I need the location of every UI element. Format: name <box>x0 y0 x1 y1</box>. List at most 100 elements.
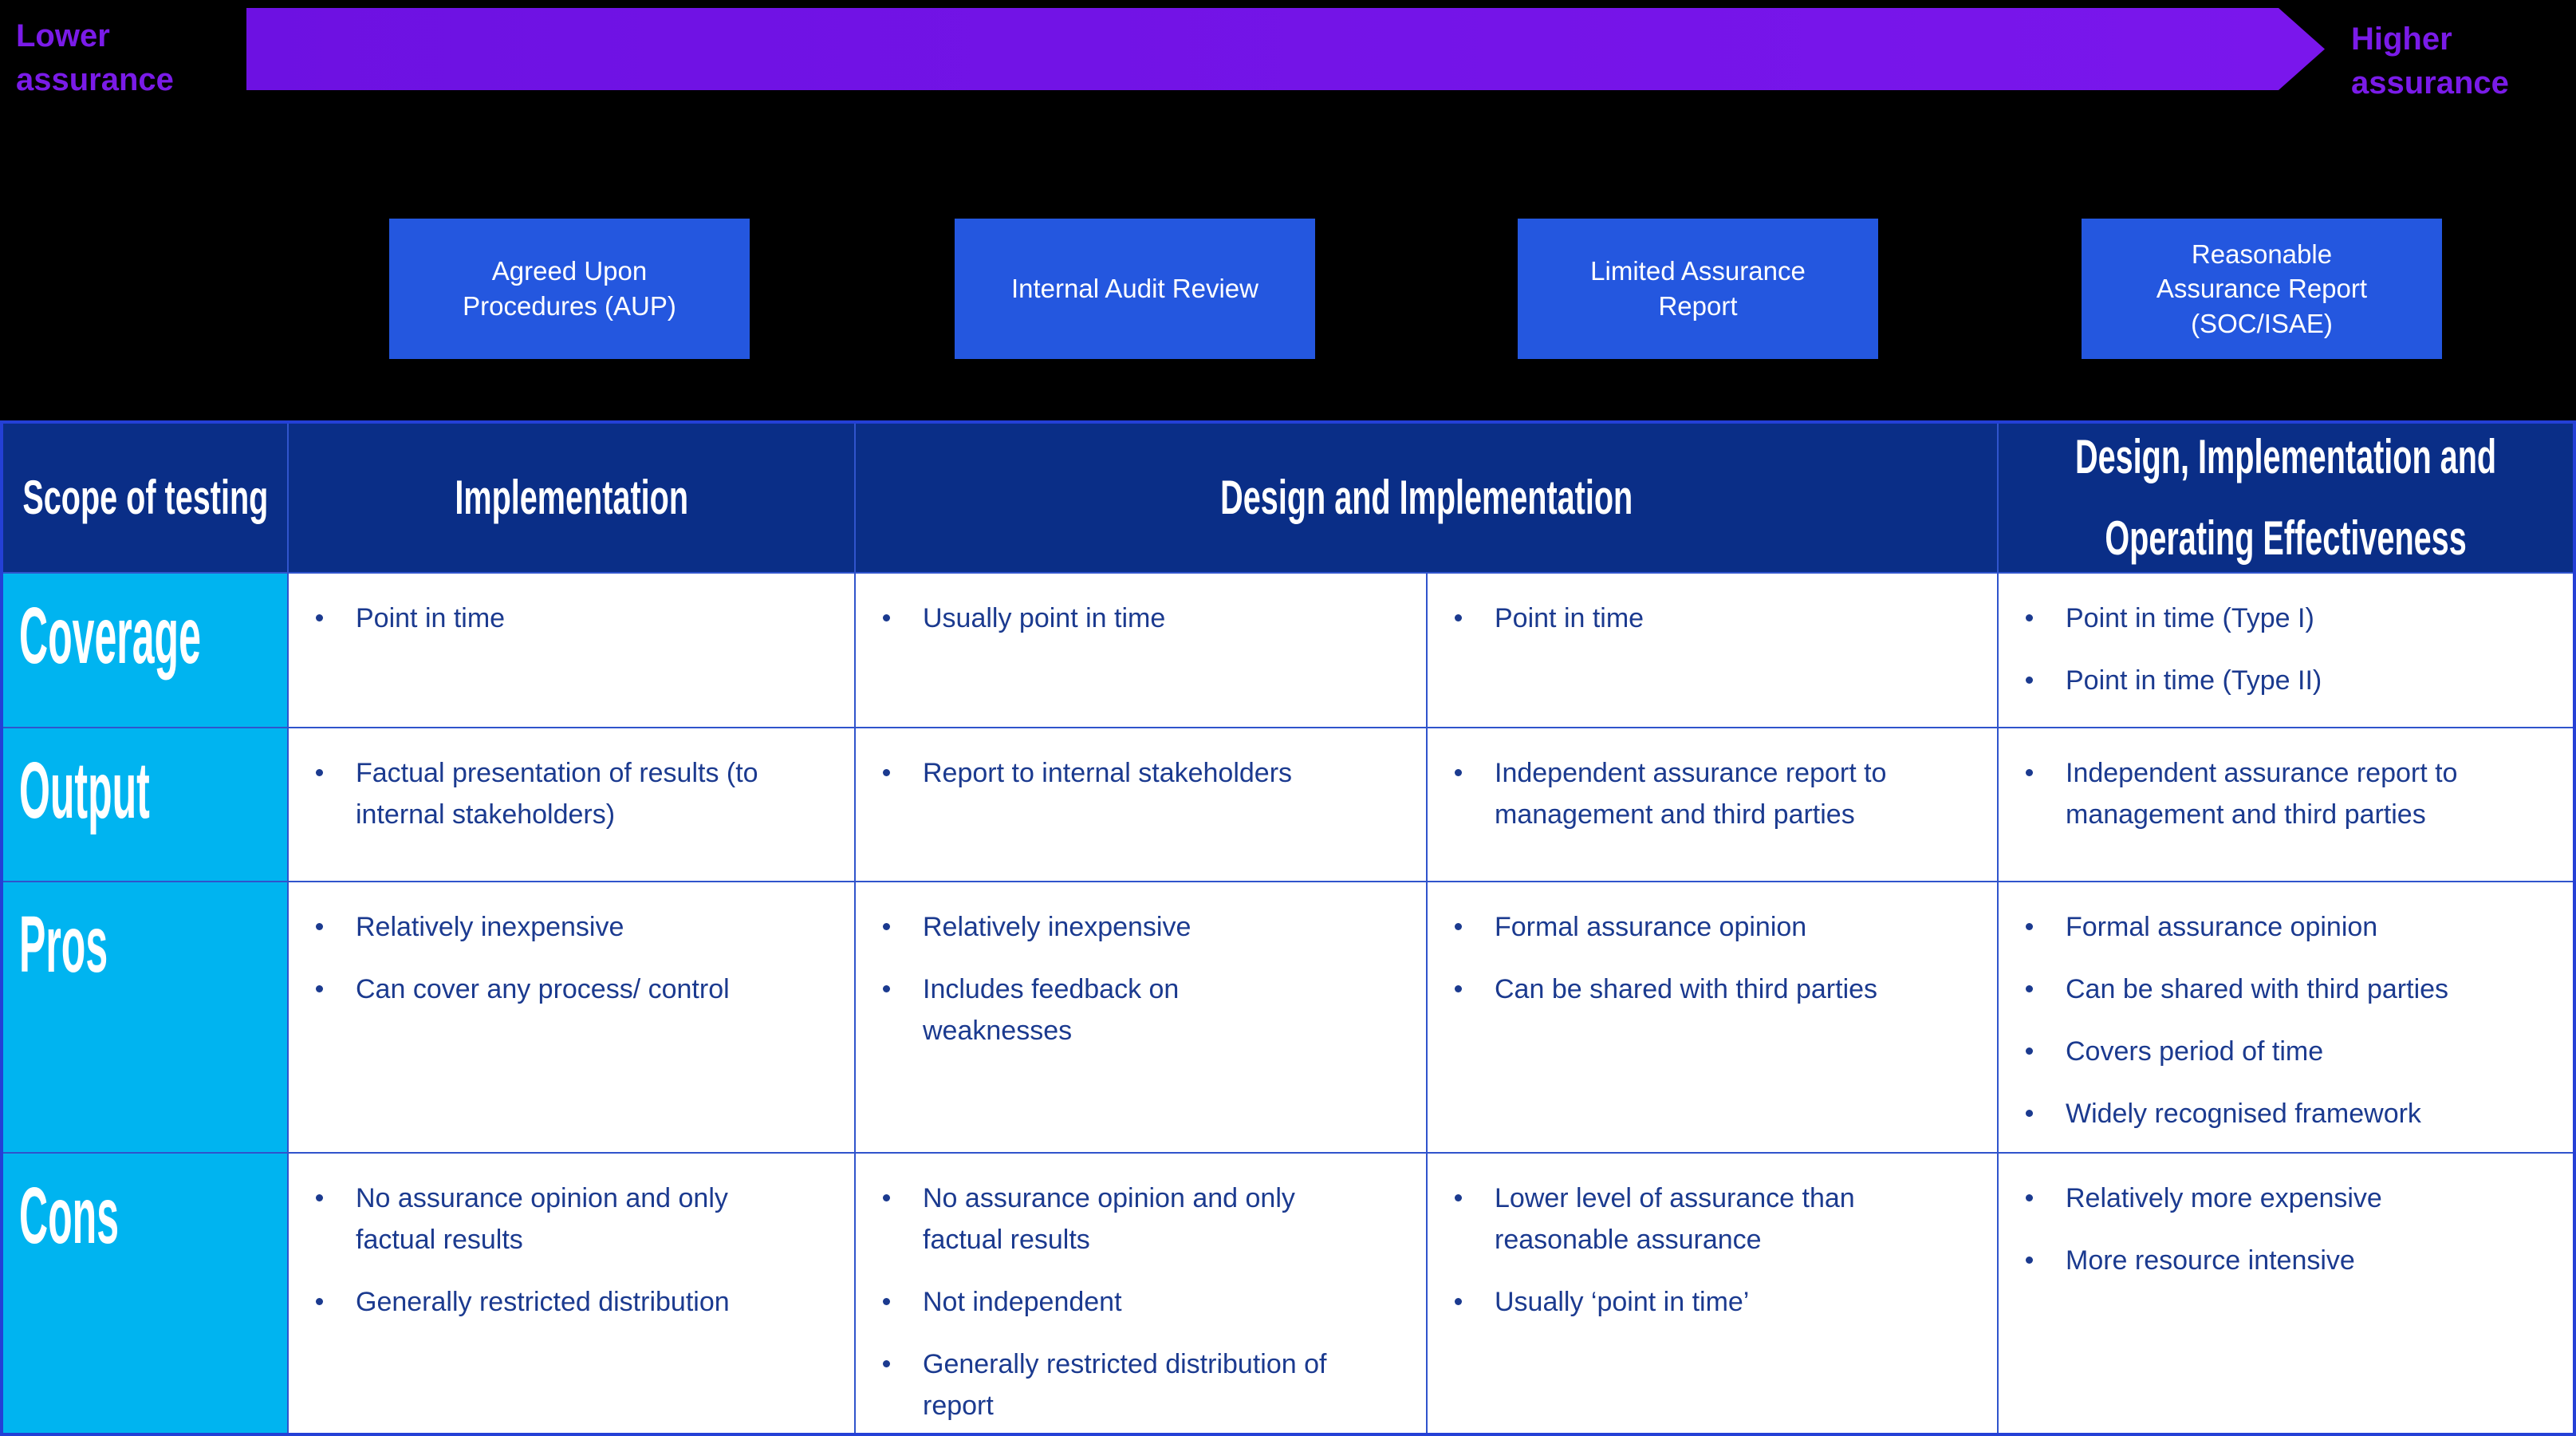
bullet-dot <box>883 923 890 930</box>
bullet-item: Report to internal stakeholders <box>878 752 1415 794</box>
bullet-text: Independent assurance report to manageme… <box>2066 758 2458 830</box>
th-scope-of-testing: Scope of testing <box>3 424 289 574</box>
bullet-text: Covers period of time <box>2066 1036 2324 1067</box>
report-type-box-internal-audit: Internal Audit Review <box>955 219 1315 359</box>
cell-output-reasonable-assurance: Independent assurance report to manageme… <box>1999 728 2573 882</box>
bullet-text: Point in time (Type I) <box>2066 603 2314 633</box>
assurance-arrow <box>246 8 2325 90</box>
bullet-dot <box>316 1194 323 1201</box>
bullet-dot <box>2026 614 2033 621</box>
row-label-cons: Cons <box>3 1154 289 1433</box>
higher-assurance-label: Higher assurance <box>2351 22 2509 101</box>
bullet-item: Generally restricted distribution <box>311 1281 843 1323</box>
bullet-item: Widely recognised framework <box>2021 1093 2562 1134</box>
bullet-text: Point in time <box>356 603 506 633</box>
bullet-item: Factual presentation of results (to inte… <box>311 752 843 835</box>
report-type-label: Reasonable Assurance Report (SOC/ISAE) <box>2156 239 2368 338</box>
bullet-text: Point in time <box>1495 603 1644 633</box>
bullet-item: Includes feedback on weaknesses <box>878 969 1415 1051</box>
row-label-text: Coverage <box>19 591 201 681</box>
bullet-dot <box>883 985 890 992</box>
bullet-text: Generally restricted distribution <box>356 1287 730 1317</box>
bullet-item: Independent assurance report to manageme… <box>2021 752 2562 835</box>
cell-cons-aup: No assurance opinion and only factual re… <box>289 1154 856 1433</box>
bullet-item: Usually ‘point in time’ <box>1450 1281 1986 1323</box>
bullet-dot <box>2026 1194 2033 1201</box>
report-type-label: Internal Audit Review <box>1010 274 1258 304</box>
bullet-dot <box>883 1194 890 1201</box>
th-design-and-implementation: Design and Implementation <box>856 424 1999 574</box>
cell-coverage-internal-audit: Usually point in time <box>856 574 1428 728</box>
bullet-item: Formal assurance opinion <box>2021 906 2562 948</box>
bullet-text: Can cover any process/ control <box>356 974 730 1004</box>
bullet-dot <box>316 985 323 992</box>
bullet-text: Includes feedback on weaknesses <box>923 974 1180 1046</box>
bullet-dot <box>883 1298 890 1305</box>
bullet-text: Can be shared with third parties <box>2066 974 2449 1004</box>
bullet-item: No assurance opinion and only factual re… <box>311 1178 843 1260</box>
report-type-box-reasonable-assurance: Reasonable Assurance Report (SOC/ISAE) <box>2082 219 2442 359</box>
report-type-label: Agreed Upon Procedures (AUP) <box>463 256 676 321</box>
bullet-item: Not independent <box>878 1281 1415 1323</box>
bullet-item: Point in time (Type II) <box>2021 660 2562 701</box>
bullet-item: Generally restricted distribution of rep… <box>878 1343 1415 1426</box>
bullet-item: Point in time (Type I) <box>2021 598 2562 639</box>
bullet-text: Usually point in time <box>923 603 1166 633</box>
bullet-text: Relatively inexpensive <box>923 912 1191 942</box>
cell-cons-internal-audit: No assurance opinion and only factual re… <box>856 1154 1428 1433</box>
bullet-text: Can be shared with third parties <box>1495 974 1878 1004</box>
bullet-item: Formal assurance opinion <box>1450 906 1986 948</box>
cell-coverage-reasonable-assurance: Point in time (Type I) Point in time (Typ… <box>1999 574 2573 728</box>
th-design-impl-operating-effectiveness: Design, Implementation and Operating Eff… <box>1999 424 2573 574</box>
bullet-dot <box>2026 1110 2033 1117</box>
lower-assurance-label: Lower assurance <box>16 18 174 98</box>
bullet-dot <box>316 923 323 930</box>
row-label-text: Pros <box>19 900 108 989</box>
bullet-item: Can cover any process/ control <box>311 969 843 1010</box>
bullet-dot <box>2026 1047 2033 1055</box>
bullet-text: Formal assurance opinion <box>2066 912 2378 942</box>
bullet-dot <box>883 1360 890 1367</box>
bullet-text: Lower level of assurance than reasonable… <box>1495 1183 1855 1255</box>
bullet-text: Formal assurance opinion <box>1495 912 1807 942</box>
bullet-item: Lower level of assurance than reasonable… <box>1450 1178 1986 1260</box>
bullet-dot <box>1455 923 1462 930</box>
bullet-dot <box>2026 985 2033 992</box>
bullet-dot <box>316 769 323 776</box>
cell-output-limited-assurance: Independent assurance report to manageme… <box>1428 728 1999 882</box>
cell-coverage-limited-assurance: Point in time <box>1428 574 1999 728</box>
row-label-coverage: Coverage <box>3 574 289 728</box>
bullet-dot <box>1455 769 1462 776</box>
bullet-dot <box>1455 1194 1462 1201</box>
cell-output-aup: Factual presentation of results (to inte… <box>289 728 856 882</box>
bullet-text: Independent assurance report to manageme… <box>1495 758 1887 830</box>
bullet-item: Point in time <box>311 598 843 639</box>
bullet-text: Not independent <box>923 1287 1122 1317</box>
bullet-text: Report to internal stakeholders <box>923 758 1293 788</box>
bullet-item: No assurance opinion and only factual re… <box>878 1178 1415 1260</box>
bullet-text: Relatively inexpensive <box>356 912 624 942</box>
bullet-dot <box>2026 923 2033 930</box>
bullet-dot <box>2026 1256 2033 1264</box>
bullet-text: Factual presentation of results (to inte… <box>356 758 758 830</box>
bullet-item: Relatively more expensive <box>2021 1178 2562 1219</box>
cell-coverage-aup: Point in time <box>289 574 856 728</box>
bullet-text: Generally restricted distribution of rep… <box>923 1349 1327 1421</box>
report-type-label: Limited Assurance Report <box>1590 256 1806 321</box>
cell-output-internal-audit: Report to internal stakeholders <box>856 728 1428 882</box>
header-text: Implementation <box>455 471 688 524</box>
bullet-item: Usually point in time <box>878 598 1415 639</box>
bullet-dot <box>1455 1298 1462 1305</box>
bullet-dot <box>1455 985 1462 992</box>
bullet-text: Widely recognised framework <box>2066 1099 2421 1129</box>
bullet-dot <box>2026 677 2033 684</box>
report-type-box-limited-assurance: Limited Assurance Report <box>1518 219 1878 359</box>
header-text: Design and Implementation <box>1219 471 1633 524</box>
bullet-dot <box>883 769 890 776</box>
bullet-text: No assurance opinion and only factual re… <box>923 1183 1295 1255</box>
bullet-dot <box>1455 614 1462 621</box>
